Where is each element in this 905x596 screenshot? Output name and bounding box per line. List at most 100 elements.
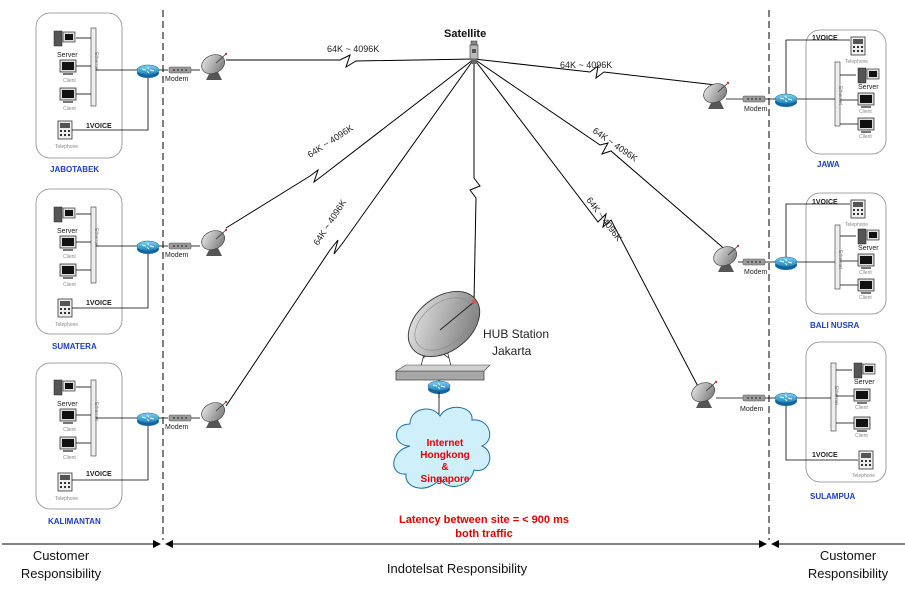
client-label: Client [63, 78, 76, 84]
telephone-label: Telephone [845, 59, 868, 65]
modem-icon [742, 258, 766, 266]
site-balinusra: Ethernet Telephone 1VOICE Server Client … [738, 192, 887, 315]
router-icon [774, 256, 798, 271]
modem-icon [168, 66, 192, 74]
client-label: Client [63, 106, 76, 112]
client-pc-icon [59, 59, 77, 76]
server-label: Server [858, 245, 879, 252]
site-jabotabek: Ethernet Server Client Client Telephone … [35, 12, 200, 159]
hub-location: Jakarta [492, 344, 532, 358]
client-pc-icon [853, 388, 871, 405]
site-jawa: Ethernet Telephone 1VOICE Server Client … [726, 29, 887, 155]
site-label-jawa: JAWA [817, 160, 840, 169]
voice-label: 1VOICE [86, 123, 112, 130]
server-label: Server [57, 228, 78, 235]
ethernet-label: Ethernet [837, 86, 843, 106]
satellite-icon [469, 40, 479, 64]
modem-icon [742, 95, 766, 103]
dish-antenna-icon [699, 79, 731, 110]
telephone-icon [858, 450, 874, 470]
server-icon [857, 228, 880, 245]
internet-ampersand: & [441, 462, 448, 473]
voice-label: 1VOICE [812, 452, 838, 459]
client-label: Client [63, 282, 76, 288]
site-kalimantan: Ethernet Server Client Client Telephone … [35, 362, 200, 510]
site-label-jabotabek: JABOTABEK [50, 165, 99, 174]
router-icon [774, 392, 798, 407]
router-icon [774, 93, 798, 108]
link-speed-label: 64K ~ 4096K [584, 195, 623, 243]
link-balinusra [473, 58, 729, 253]
client-label: Client [859, 295, 872, 301]
telephone-label: Telephone [852, 473, 875, 479]
client-label: Client [855, 405, 868, 411]
telephone-icon [57, 472, 73, 492]
latency-note-sub: both traffic [455, 528, 512, 540]
hub-station [394, 291, 491, 381]
latency-note: Latency between site = < 900 ms [399, 514, 569, 526]
internet-cloud [393, 406, 491, 489]
telephone-icon [850, 199, 866, 219]
ethernet-label: Ethernet [837, 250, 843, 270]
client-pc-icon [857, 117, 875, 134]
server-icon [53, 379, 76, 396]
voice-label: 1VOICE [86, 471, 112, 478]
router-icon [136, 64, 160, 79]
ethernet-label: Ethernet [93, 402, 99, 422]
router-icon [136, 240, 160, 255]
server-label: Server [854, 379, 875, 386]
dish-antenna-icon [197, 398, 229, 429]
right-responsibility-line2: Responsibility [808, 566, 889, 581]
modem-label: Modem [744, 269, 768, 276]
telephone-label: Telephone [845, 222, 868, 228]
server-label: Server [57, 52, 78, 59]
client-pc-icon [857, 253, 875, 270]
link-jawa [473, 58, 717, 86]
dish-antenna-icon [709, 242, 741, 273]
middle-responsibility-label: Indotelsat Responsibility [387, 561, 528, 576]
site-sumatera: Ethernet Server Client Client Telephone … [35, 188, 200, 335]
client-label: Client [859, 270, 872, 276]
internet-label: Internet [427, 438, 464, 449]
left-responsibility-line1: Customer [33, 548, 90, 563]
modem-label: Modem [740, 406, 764, 413]
router-icon [136, 412, 160, 427]
voice-label: 1VOICE [812, 35, 838, 42]
dish-antenna-icon [687, 378, 719, 409]
telephone-label: Telephone [55, 144, 78, 150]
client-label: Client [859, 134, 872, 140]
site-sulampua: Ethernet Server Client Client Telephone … [716, 341, 887, 483]
site-label-balinusra: BALI NUSRA [810, 321, 860, 330]
client-label: Client [855, 433, 868, 439]
link-speed-label: 64K ~ 4096K [311, 198, 348, 247]
voice-label: 1VOICE [812, 199, 838, 206]
server-icon [857, 67, 880, 84]
ethernet-label: Ethernet [93, 52, 99, 72]
modem-icon [742, 394, 766, 402]
modem-label: Modem [165, 252, 189, 259]
voice-label: 1VOICE [86, 300, 112, 307]
left-responsibility-line2: Responsibility [21, 566, 102, 581]
server-icon [853, 362, 876, 379]
hub-title: HUB Station [483, 327, 549, 341]
client-label: Client [63, 254, 76, 260]
server-label: Server [57, 401, 78, 408]
dish-antenna-icon [197, 226, 229, 257]
client-pc-icon [59, 408, 77, 425]
link-speed-label: 64K ~ 4096K [591, 125, 640, 163]
modem-icon [168, 242, 192, 250]
server-icon [53, 30, 76, 47]
right-responsibility-line1: Customer [820, 548, 877, 563]
client-label: Client [63, 427, 76, 433]
satellite-links [225, 54, 729, 407]
internet-location-2: Singapore [421, 474, 470, 485]
telephone-icon [57, 120, 73, 140]
link-jabotabek [226, 54, 475, 69]
client-pc-icon [59, 436, 77, 453]
server-icon [53, 206, 76, 223]
link-kalimantan [225, 58, 475, 407]
client-pc-icon [857, 278, 875, 295]
modem-label: Modem [744, 106, 768, 113]
